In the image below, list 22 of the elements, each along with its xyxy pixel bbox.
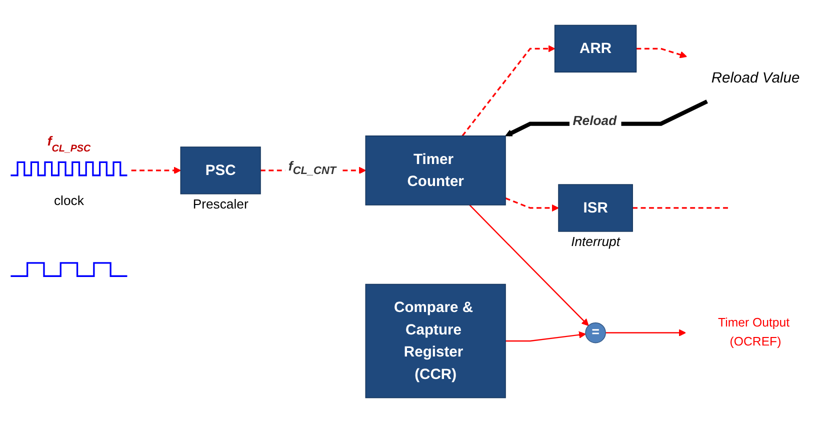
arrow xyxy=(505,331,586,342)
node-box xyxy=(365,284,506,398)
caption-text: Prescaler xyxy=(192,196,248,212)
arrow xyxy=(606,329,686,336)
arrow xyxy=(462,45,556,136)
connector xyxy=(632,207,731,209)
caption-text: clock xyxy=(54,193,84,208)
arrow xyxy=(469,204,589,326)
node-circle xyxy=(585,322,606,344)
arrow xyxy=(505,197,559,212)
caption-text: f$_{CL_PSC}$ xyxy=(47,134,91,154)
node-box xyxy=(180,146,261,194)
caption-text: Interrupt xyxy=(571,234,620,250)
node-text: Timer Output (OCREF) xyxy=(718,316,790,348)
arrow xyxy=(131,166,181,174)
edge-label: f$_{CL_CNT}$ xyxy=(288,160,336,177)
node-text: Reload Value xyxy=(711,69,800,86)
node-box xyxy=(554,24,637,73)
arrow xyxy=(636,48,687,58)
edge-label: Reload xyxy=(572,114,617,128)
node-box xyxy=(558,184,633,232)
node-box xyxy=(365,135,506,206)
